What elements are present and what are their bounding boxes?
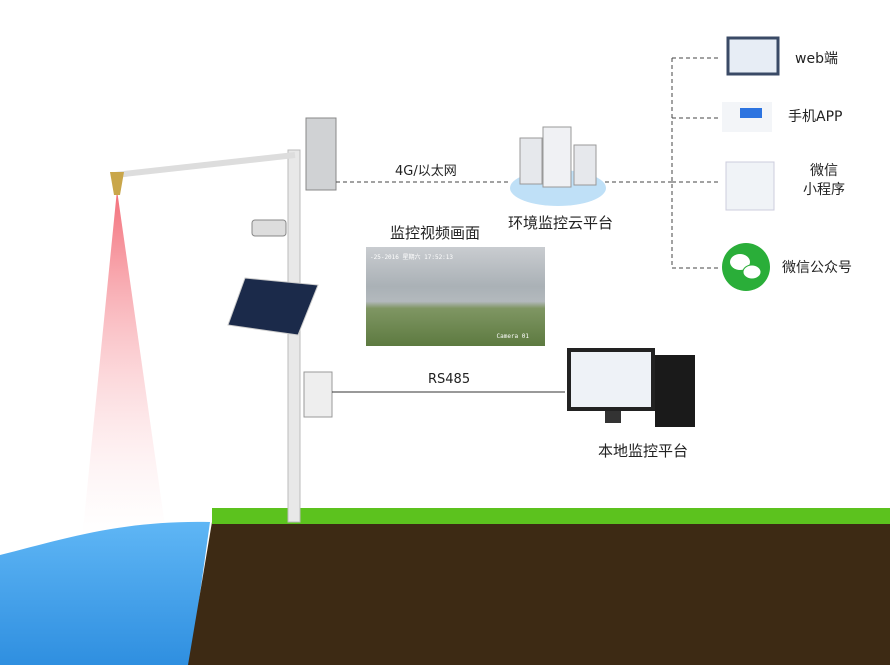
client-app-label: 手机APP bbox=[788, 109, 843, 125]
video-title: 监控视频画面 bbox=[390, 224, 481, 242]
rain-gauge bbox=[305, 117, 337, 191]
grass bbox=[212, 508, 890, 524]
solar-panel bbox=[227, 277, 319, 336]
sensor-arm bbox=[114, 152, 296, 178]
surveillance-video-frame: -25-2016 星期六 17:52:13 Camera 01 bbox=[366, 247, 545, 346]
client-miniprogram-label-2: 小程序 bbox=[803, 182, 845, 198]
pole bbox=[287, 149, 301, 523]
local-platform-label: 本地监控平台 bbox=[598, 442, 689, 460]
cloud-server-icon bbox=[510, 126, 606, 206]
mini-program-icon bbox=[725, 161, 775, 211]
monitor-screens-icon bbox=[726, 36, 780, 76]
wechat-icon bbox=[722, 243, 770, 291]
client-wechat-label: 微信公众号 bbox=[782, 260, 852, 276]
video-timestamp: -25-2016 星期六 17:52:13 bbox=[370, 254, 454, 261]
local-pc-icon bbox=[567, 348, 695, 427]
client-miniprogram-label-1: 微信 bbox=[810, 163, 838, 179]
network-label: 4G/以太网 bbox=[395, 164, 457, 179]
mobile-app-icon bbox=[722, 102, 772, 132]
water bbox=[0, 521, 210, 665]
control-box bbox=[303, 371, 333, 418]
rs485-label: RS485 bbox=[428, 372, 471, 387]
client-web-label: web端 bbox=[795, 51, 838, 67]
radar-beam bbox=[82, 190, 167, 540]
video-camera-label: Camera 01 bbox=[496, 333, 529, 340]
cloud-platform-label: 环境监控云平台 bbox=[508, 214, 614, 232]
radar-sensor bbox=[110, 172, 124, 195]
camera bbox=[251, 219, 287, 237]
ground bbox=[188, 522, 890, 665]
